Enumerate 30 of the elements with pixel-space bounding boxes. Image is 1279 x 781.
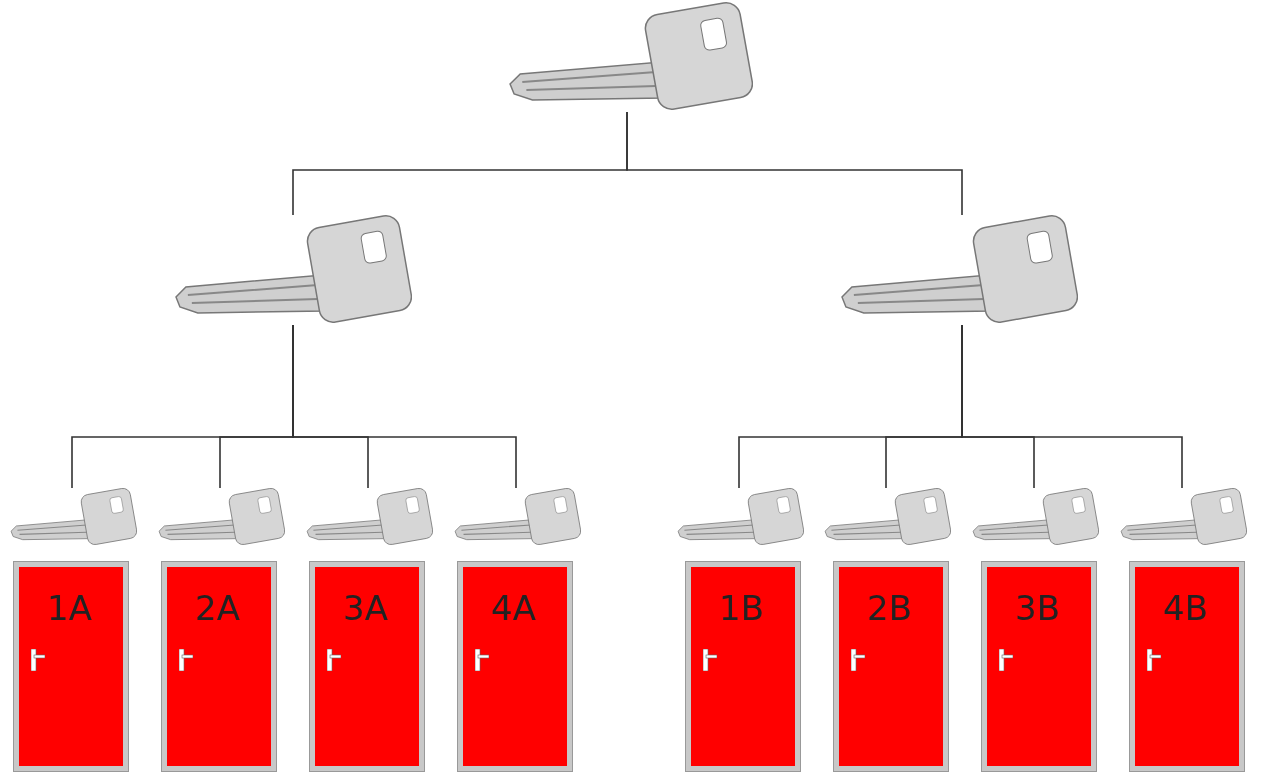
door-label: 4A [491, 591, 536, 625]
door [834, 562, 948, 771]
key-drawing [1120, 488, 1247, 546]
key-drawing [677, 488, 804, 546]
key-drawing [508, 2, 753, 112]
door-label: 1A [47, 591, 92, 625]
door [458, 562, 572, 771]
door [1130, 562, 1244, 771]
door-label: 3A [343, 591, 388, 625]
door [162, 562, 276, 771]
connector-line [626, 111, 963, 216]
door-label: 2A [195, 591, 240, 625]
door-label: 1B [719, 591, 764, 625]
key-drawing [10, 488, 137, 546]
connector-line [292, 324, 517, 489]
door [14, 562, 128, 771]
key-drawing [158, 488, 285, 546]
door-label: 4B [1163, 591, 1208, 625]
door [310, 562, 424, 771]
door [686, 562, 800, 771]
key-drawing [824, 488, 951, 546]
key-drawing [174, 215, 412, 325]
key-drawing [972, 488, 1099, 546]
connector-line [961, 324, 1183, 489]
key-drawing [306, 488, 433, 546]
door-label: 3B [1015, 591, 1060, 625]
key-drawing [840, 215, 1078, 325]
door-label: 2B [867, 591, 912, 625]
door [982, 562, 1096, 771]
key-drawing [454, 488, 581, 546]
